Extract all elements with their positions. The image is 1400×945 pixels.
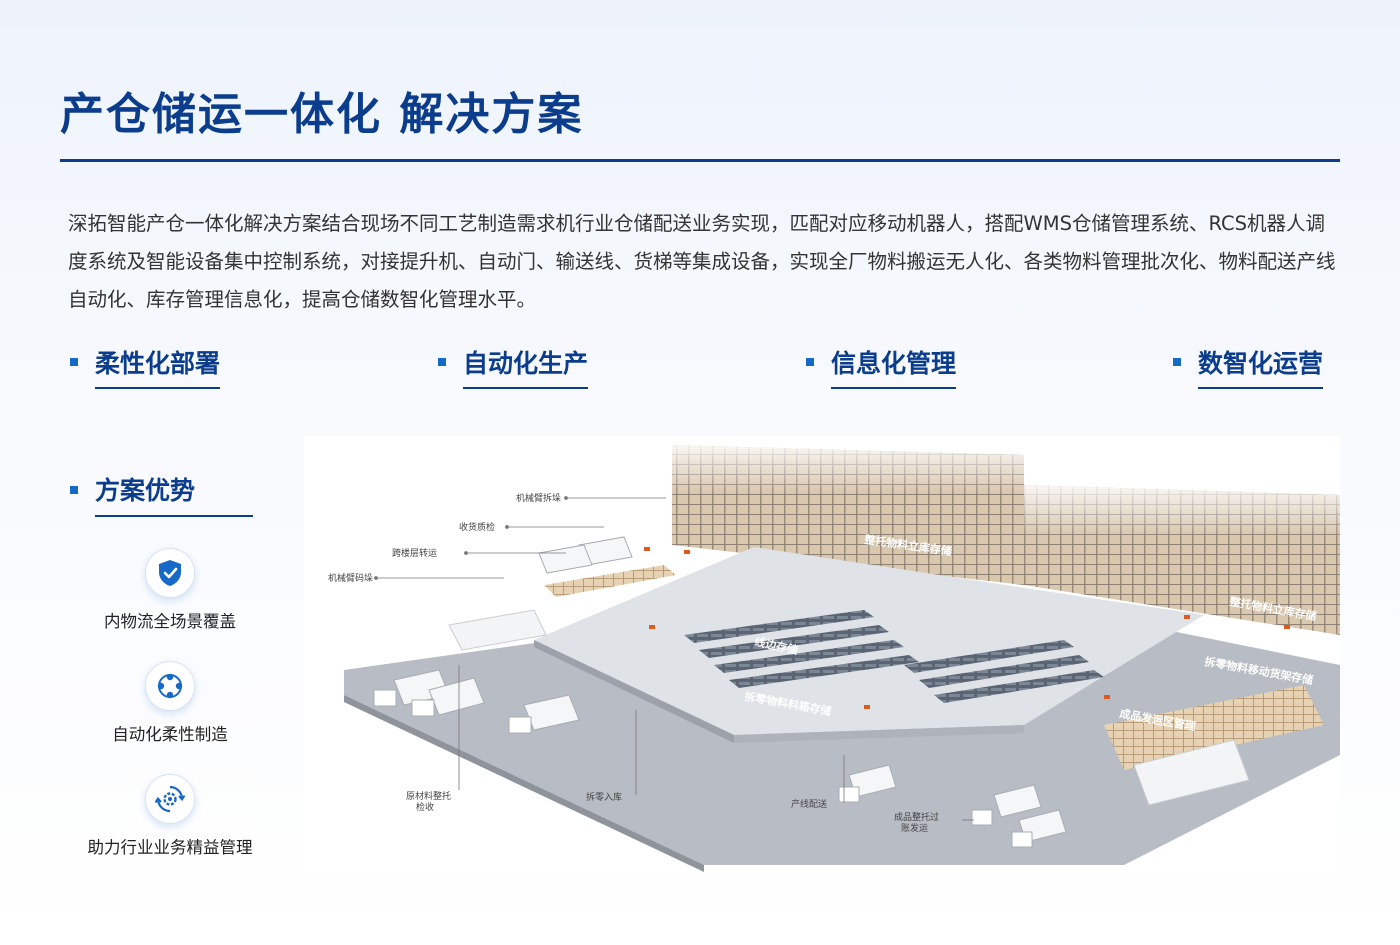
feature-label: 信息化管理	[831, 344, 957, 389]
intro-paragraph: 深拓智能产仓一体化解决方案结合现场不同工艺制造需求机行业仓储配送业务实现，匹配对…	[68, 212, 1336, 311]
truck-bottom-1	[838, 764, 897, 803]
callout-label: 成品整托过	[894, 811, 939, 823]
feature-automated-production: 自动化生产	[438, 338, 589, 389]
callout-label: 机械臂拆垛	[516, 492, 561, 504]
advantage-label: 助力行业业务精益管理	[87, 838, 253, 857]
agv-robots	[644, 547, 1290, 709]
gear-cycle-icon	[155, 785, 185, 813]
callout-lines	[374, 496, 974, 821]
mezzanine-edge	[534, 640, 734, 743]
bullet-square-icon	[806, 358, 814, 366]
callout-label: 跨楼层转运	[392, 547, 437, 559]
network-nodes-icon	[157, 673, 183, 699]
bullet-square-icon	[70, 358, 78, 366]
tall-rack-right-top	[1024, 485, 1340, 635]
title-divider	[60, 159, 1340, 162]
callout-label: 原材料整托	[406, 790, 451, 802]
callout-label: 产线配送	[791, 798, 827, 810]
ground-floor-edge	[344, 695, 704, 872]
truck-top	[538, 536, 633, 574]
white-racks-right	[1133, 739, 1250, 806]
advantage-icon-badge	[145, 661, 195, 711]
advantage-label: 内物流全场景覆盖	[104, 612, 236, 631]
mezzanine-shelving	[684, 610, 1104, 703]
shield-check-icon	[159, 560, 181, 586]
advantage-icon-badge	[145, 548, 195, 598]
callout-label: 拆零入库	[586, 791, 622, 803]
truck-bottom-2	[971, 784, 1067, 848]
mezzanine-edge-right	[734, 725, 1024, 743]
feature-label: 自动化生产	[463, 344, 589, 389]
mezzanine-floor	[534, 547, 1204, 735]
advantage-label: 自动化柔性制造	[112, 725, 228, 744]
callout-label: 机械臂码垛	[328, 572, 373, 584]
callout-label: 检收	[416, 801, 434, 813]
feature-label: 数智化运营	[1198, 344, 1324, 389]
white-racks-left	[448, 609, 547, 651]
box-stack-right	[1104, 685, 1324, 770]
warehouse-illustration: 整托物料立库存储 整托物料立库存储 线边存储 拆零物料料箱存储 拆零物料移动货架…	[304, 435, 1340, 872]
advantage-item-automation: 自动化柔性制造	[60, 661, 280, 745]
truck-left-3	[508, 694, 580, 734]
feature-digital-operation: 数智化运营	[1173, 338, 1324, 389]
callout-label: 账发运	[901, 822, 928, 834]
bullet-square-icon	[1173, 358, 1181, 366]
truck-left-2	[411, 677, 485, 717]
callout-label: 收货质检	[459, 521, 495, 533]
advantage-item-coverage: 内物流全场景覆盖	[60, 548, 280, 632]
box-stack-left	[544, 565, 676, 597]
bullet-square-icon	[438, 358, 446, 366]
advantage-icon-badge	[145, 774, 195, 824]
feature-label: 柔性化部署	[95, 344, 221, 389]
advantage-item-lean-management: 助力行业业务精益管理	[60, 774, 280, 858]
feature-flexible-deployment: 柔性化部署	[70, 338, 221, 389]
advantages-title: 方案优势	[95, 471, 254, 517]
feature-information-management: 信息化管理	[806, 338, 957, 389]
bullet-square-icon	[70, 485, 78, 494]
page-title: 产仓储运一体化 解决方案	[60, 89, 584, 140]
advantages-heading: 方案优势	[70, 462, 254, 517]
